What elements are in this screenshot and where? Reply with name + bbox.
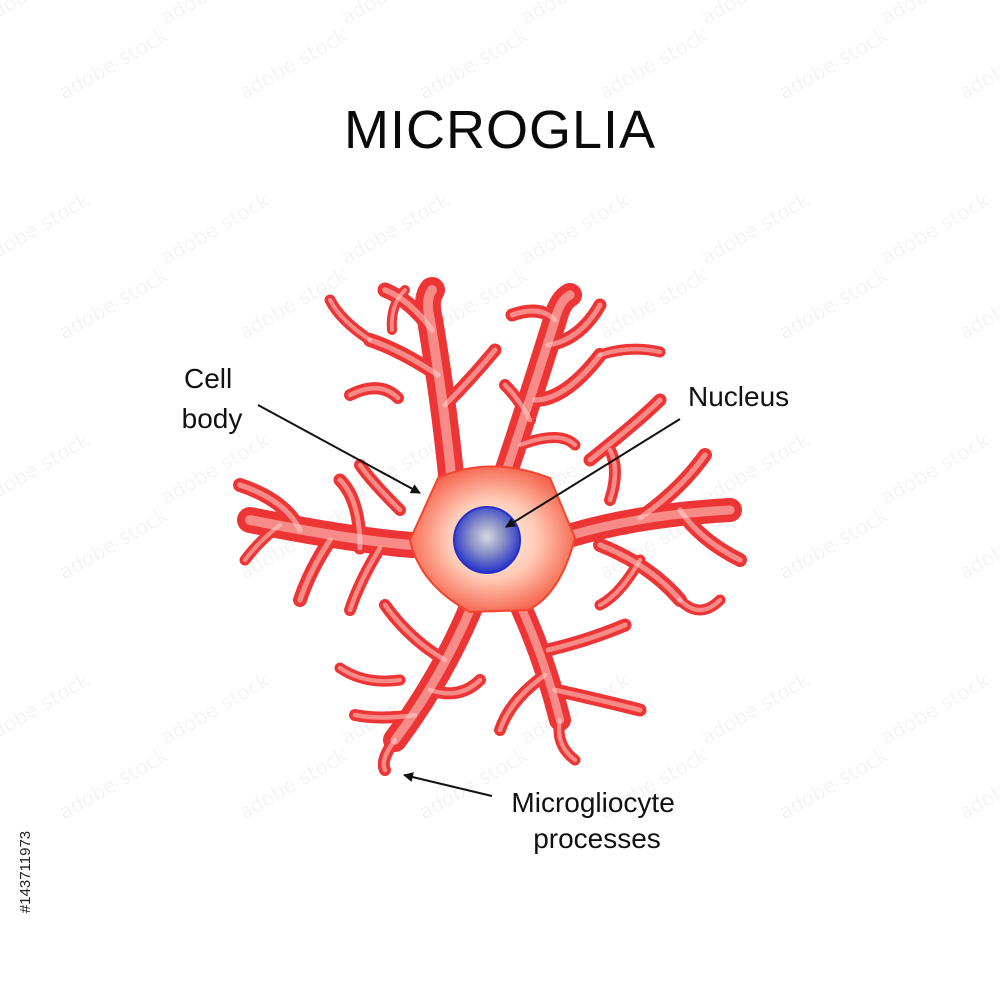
- watermark-text: adobe stock: [414, 23, 532, 105]
- watermark-text: adobe stock: [54, 23, 172, 105]
- watermark-text: adobe stock: [0, 428, 94, 510]
- watermark-text: adobe stock: [0, 0, 94, 29]
- process-highlight: [245, 515, 417, 550]
- process-highlight: [297, 537, 333, 603]
- process-highlight: [427, 677, 483, 696]
- process-highlight: [497, 672, 548, 733]
- process-highlight: [587, 397, 663, 463]
- process-highlight: [677, 597, 723, 613]
- process-highlight: [242, 522, 283, 563]
- process-highlight: [390, 605, 475, 745]
- watermark-text: adobe stock: [954, 23, 1000, 105]
- watermark-text: adobe stock: [234, 743, 352, 825]
- process-highlight: [367, 337, 441, 378]
- watermark-text: adobe stock: [696, 428, 814, 510]
- watermark-text: adobe stock: [336, 188, 454, 270]
- watermark-text: adobe stock: [774, 263, 892, 345]
- cell-body-label-line1: Cell: [184, 363, 232, 394]
- watermark-text: adobe stock: [156, 188, 274, 270]
- diagram-title: MICROGLIA: [344, 100, 656, 160]
- watermark-text: adobe stock: [336, 0, 454, 29]
- process-highlight: [597, 347, 663, 358]
- process-highlight: [442, 347, 498, 408]
- process-highlight: [515, 600, 565, 725]
- process-highlight: [509, 308, 558, 323]
- watermark-text: adobe stock: [876, 188, 994, 270]
- cell-body-label: Cell body: [182, 363, 243, 434]
- process-highlight: [552, 687, 643, 713]
- process-highlight: [382, 602, 448, 663]
- process-highlight: [382, 287, 435, 333]
- watermark-text: adobe stock: [516, 188, 634, 270]
- process-highlight: [597, 557, 643, 608]
- watermark-text: adobe stock: [876, 0, 994, 29]
- process-highlight: [347, 545, 383, 613]
- watermark-text: adobe stock: [954, 263, 1000, 345]
- watermark-text: adobe stock: [0, 188, 94, 270]
- process-highlight: [637, 452, 708, 521]
- watermark-text: adobe stock: [156, 0, 274, 29]
- process-highlight: [607, 447, 618, 503]
- process-highlight: [389, 288, 407, 332]
- process-highlight: [337, 665, 403, 684]
- watermark-text: adobe stock: [54, 743, 172, 825]
- process-highlight: [545, 302, 603, 348]
- watermark-text: adobe stock: [594, 263, 712, 345]
- process-highlight: [567, 505, 735, 540]
- watermark-text: adobe stock: [234, 23, 352, 105]
- watermark-text: adobe stock: [876, 668, 994, 750]
- process-highlight: [677, 507, 743, 563]
- watermark-text: adobe stock: [696, 668, 814, 750]
- process-highlight: [517, 435, 578, 448]
- process-highlight: [347, 385, 401, 401]
- process-highlight: [532, 352, 603, 403]
- watermark-text: adobe stock: [774, 23, 892, 105]
- process-highlight: [237, 482, 303, 533]
- watermark-text: adobe stock: [954, 743, 1000, 825]
- watermark-text: adobe stock: [876, 428, 994, 510]
- process-highlight: [327, 297, 373, 343]
- watermark-text: adobe stock: [0, 668, 94, 750]
- watermark-text: adobe stock: [696, 0, 814, 29]
- watermark-text: adobe stock: [54, 263, 172, 345]
- process-highlight: [597, 542, 683, 603]
- process-highlight: [352, 712, 418, 720]
- watermark-text: adobe stock: [954, 503, 1000, 585]
- process-highlight: [545, 622, 628, 653]
- process-highlight: [500, 290, 575, 480]
- processes-label-line2: processes: [533, 823, 661, 854]
- watermark-text: adobe stock: [774, 503, 892, 585]
- watermark-text: adobe stock: [594, 23, 712, 105]
- cell-body-arrow: [257, 404, 421, 494]
- process-highlight: [556, 717, 578, 763]
- processes-arrow: [403, 772, 493, 797]
- watermark-text: adobe stock: [774, 743, 892, 825]
- process-highlight: [357, 462, 403, 513]
- process-highlight: [337, 477, 363, 551]
- watermark-text: adobe stock: [696, 188, 814, 270]
- nucleus-arrow: [505, 418, 681, 528]
- process-highlight: [502, 382, 533, 423]
- microgliocyte-processes: [233, 277, 747, 776]
- cell-body-label-line2: body: [182, 403, 243, 434]
- process-highlight: [422, 285, 457, 490]
- watermark-text: adobe stock: [516, 0, 634, 29]
- nucleus: [453, 506, 521, 574]
- processes-label-line1: Microgliocyte: [511, 787, 674, 818]
- stock-id: #143711973: [17, 831, 34, 913]
- watermark-text: adobe stock: [156, 668, 274, 750]
- watermark-text: adobe stock: [54, 503, 172, 585]
- process-highlight: [381, 737, 398, 773]
- processes-label: Microgliocyte processes: [511, 787, 682, 854]
- nucleus-label: Nucleus: [688, 381, 789, 412]
